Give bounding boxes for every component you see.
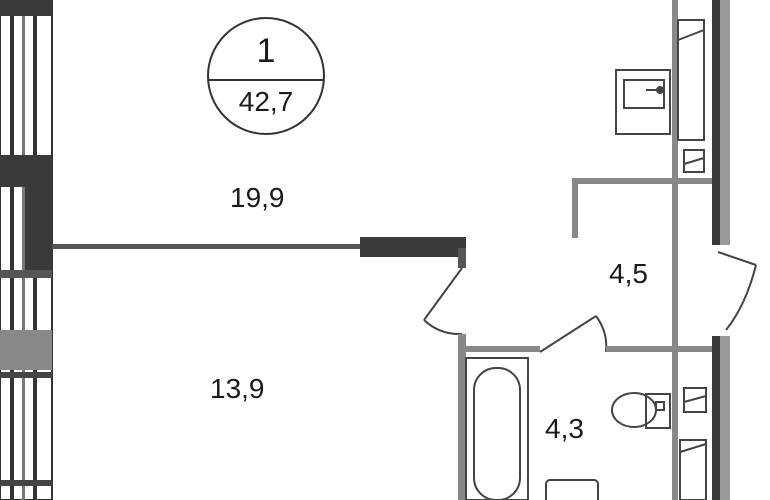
toilet: [611, 392, 671, 429]
right-shaft: [672, 0, 730, 500]
bathtub: [465, 357, 529, 500]
kitchen-sink: [615, 69, 671, 135]
apartment-total-area: 42,7: [238, 86, 294, 117]
room-area-living: 19,9: [230, 182, 285, 213]
room-area-bathroom: 4,3: [545, 413, 584, 444]
partition-wall: [52, 237, 466, 268]
left-window-wall: [0, 0, 53, 500]
bathroom-sink: [545, 479, 599, 500]
entrance-door: [717, 251, 757, 331]
room-area-bedroom: 13,9: [210, 373, 265, 404]
apartment-badge: [207, 17, 325, 135]
hallway-wall: [572, 178, 712, 238]
bathroom-walls: [458, 315, 716, 500]
room-area-hallway: 4,5: [609, 258, 648, 289]
apartment-number: 1: [256, 32, 276, 70]
door-living: [423, 267, 463, 336]
